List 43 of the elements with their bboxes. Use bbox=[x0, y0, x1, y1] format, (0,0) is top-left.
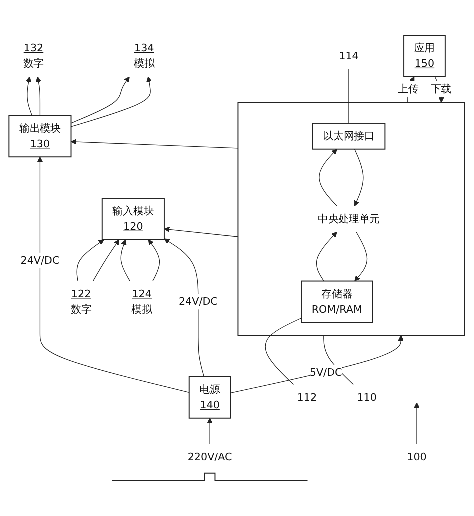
node-text: 134 模拟 bbox=[134, 42, 155, 70]
node-box: 电源 140 bbox=[188, 376, 232, 419]
edge-label: 下载 bbox=[430, 82, 452, 95]
node-text: 114 bbox=[339, 50, 359, 62]
arrow bbox=[164, 226, 239, 238]
node-text: 112 bbox=[297, 391, 318, 404]
node-text: 中央处理单元 bbox=[318, 212, 380, 226]
node-box: 应用 150 bbox=[404, 35, 446, 78]
node-box: 输入模块 120 bbox=[102, 198, 165, 240]
arrow bbox=[92, 240, 120, 282]
node-text: 220V/AC bbox=[188, 450, 232, 463]
edge-label: 24V/DC bbox=[20, 254, 60, 266]
arrow bbox=[120, 240, 130, 282]
arrow bbox=[316, 232, 338, 282]
arrow bbox=[36, 76, 42, 116]
connector bbox=[265, 318, 302, 386]
node-text: 122 数字 bbox=[70, 288, 92, 316]
arrow bbox=[76, 240, 104, 282]
arrow bbox=[164, 238, 205, 378]
arrow bbox=[26, 76, 33, 116]
arrow bbox=[148, 240, 160, 282]
node-box: 输出模块 130 bbox=[8, 115, 72, 158]
arrow bbox=[207, 418, 213, 445]
edge-label: 5V/DC bbox=[310, 366, 342, 378]
arrow bbox=[354, 149, 364, 207]
edge-label: 上传 bbox=[398, 82, 419, 95]
arrow bbox=[70, 76, 152, 128]
node-box: 以太网接口 bbox=[312, 123, 386, 150]
node-text: 110 bbox=[357, 391, 377, 404]
arrow bbox=[71, 139, 239, 149]
arrow bbox=[414, 402, 420, 445]
node-text: 124 模拟 bbox=[132, 288, 152, 316]
edge-label: 24V/DC bbox=[178, 296, 218, 308]
node-box: 存储器 ROM/RAM bbox=[301, 280, 374, 324]
cluster bbox=[238, 102, 466, 336]
arrow bbox=[319, 149, 338, 207]
connector bbox=[348, 68, 350, 124]
node-text: 100 bbox=[407, 450, 427, 463]
arrow bbox=[354, 232, 368, 282]
arrow bbox=[37, 156, 190, 393]
node-text: 132 数字 bbox=[23, 42, 44, 70]
arrow bbox=[434, 76, 444, 104]
arrow bbox=[70, 76, 130, 124]
